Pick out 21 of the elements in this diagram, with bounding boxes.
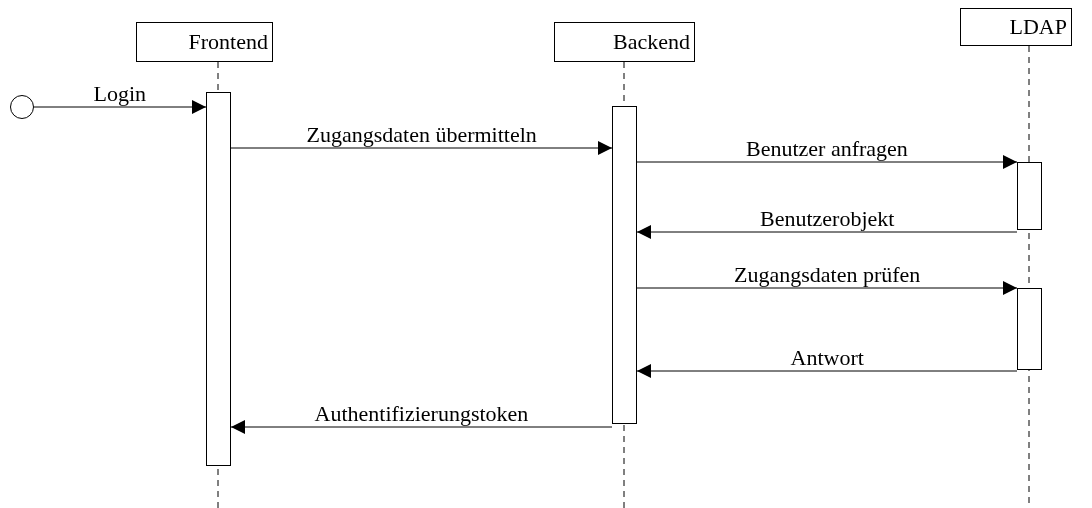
activation-bar <box>1017 162 1042 230</box>
message-arrow <box>636 281 1018 295</box>
message-arrow <box>230 420 613 434</box>
participant-name: LDAP <box>1009 14 1067 40</box>
participant-name: Frontend <box>188 29 268 55</box>
participant-name: Backend <box>613 29 690 55</box>
edge-label: Benutzer anfragen <box>746 138 908 160</box>
activation-bar <box>1017 288 1042 370</box>
activation-bar <box>612 106 637 424</box>
edge-label: Zugangsdaten prüfen <box>734 264 921 286</box>
participant-box <box>554 22 695 62</box>
activation-bar <box>206 92 231 466</box>
edge-label: Authentifizierungstoken <box>314 403 529 425</box>
message-arrow <box>636 155 1018 169</box>
start-circle <box>10 95 34 119</box>
participant-box <box>960 8 1072 46</box>
message-arrow <box>33 100 207 114</box>
message-arrow <box>636 225 1018 239</box>
participant-box <box>136 22 273 62</box>
message-arrow <box>230 141 613 155</box>
message-arrow <box>636 364 1018 378</box>
